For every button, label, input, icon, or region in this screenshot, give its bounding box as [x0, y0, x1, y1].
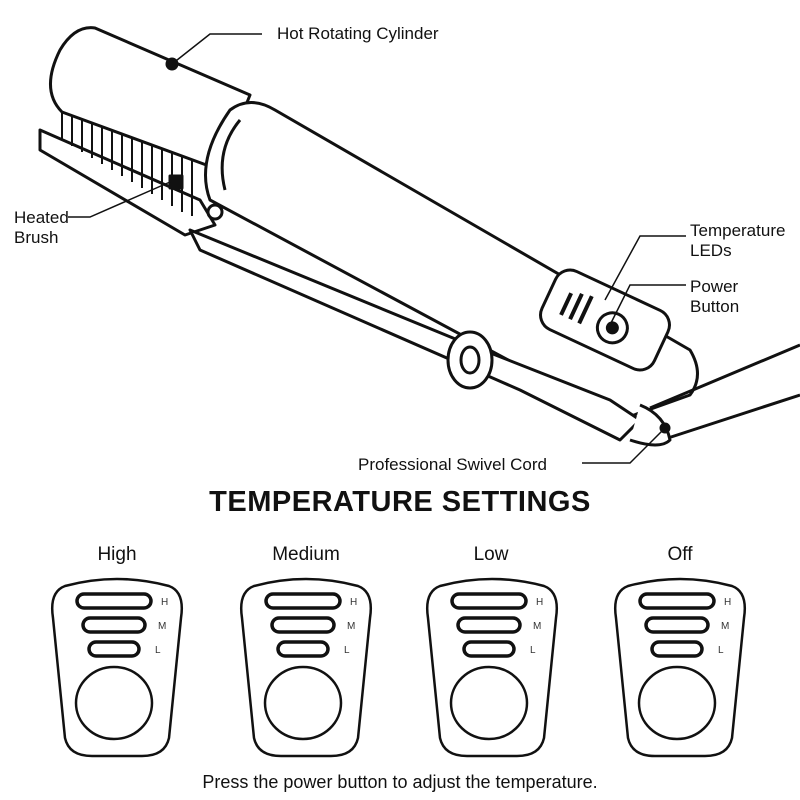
setting-label-low: Low [473, 544, 509, 565]
led-letter: L [530, 645, 536, 656]
power-button-icon [449, 665, 529, 741]
led-m [81, 616, 147, 634]
panel-outline [614, 577, 746, 758]
led-letter: L [155, 645, 161, 656]
led-letter: M [347, 621, 355, 632]
led-letter: M [158, 621, 166, 632]
led-l [276, 640, 330, 658]
section-title: TEMPERATURE SETTINGS [209, 486, 591, 518]
label-hot-rotating-cylinder: Hot Rotating Cylinder [277, 24, 439, 43]
setting-label-high: High [97, 544, 137, 565]
setting-label-off: Off [667, 544, 693, 565]
led-letter: H [724, 597, 731, 608]
led-m [456, 616, 522, 634]
led-letter: L [718, 645, 724, 656]
led-h [264, 592, 342, 610]
led-letter: H [350, 597, 357, 608]
led-m [270, 616, 336, 634]
leader-lines [68, 33, 686, 464]
led-h [75, 592, 153, 610]
led-letter: M [721, 621, 729, 632]
panel-outline [51, 577, 183, 758]
led-l [462, 640, 516, 658]
panel-outline [426, 577, 558, 758]
led-panels: H M L H M L H M L H M L [51, 577, 746, 758]
brush-dot [168, 174, 184, 190]
footer-instruction: Press the power button to adjust the tem… [202, 772, 598, 792]
power-button-icon [637, 665, 717, 741]
led-letter: M [533, 621, 541, 632]
led-h [450, 592, 528, 610]
led-l [87, 640, 141, 658]
swivel-cord [629, 343, 800, 447]
power-button-icon [74, 665, 154, 741]
led-m [644, 616, 710, 634]
led-l [650, 640, 704, 658]
led-letter: H [536, 597, 543, 608]
led-h [638, 592, 716, 610]
led-letter: L [344, 645, 350, 656]
setting-label-medium: Medium [272, 544, 340, 565]
label-heated-brush: Heated Brush [14, 208, 69, 247]
label-temperature-leds: Temperature LEDs [690, 221, 786, 260]
led-panel-off: H M L [614, 577, 746, 758]
led-panel-medium: H M L [240, 577, 372, 758]
hot-rotating-cylinder [49, 26, 252, 172]
led-panel-low: H M L [426, 577, 558, 758]
led-panel-high: H M L [51, 577, 183, 758]
led-letter: H [161, 597, 168, 608]
control-panel [539, 268, 671, 372]
label-swivel-cord: Professional Swivel Cord [358, 455, 547, 474]
power-button-icon [263, 665, 343, 741]
label-power-button: Power Button [690, 277, 740, 316]
panel-outline [240, 577, 372, 758]
